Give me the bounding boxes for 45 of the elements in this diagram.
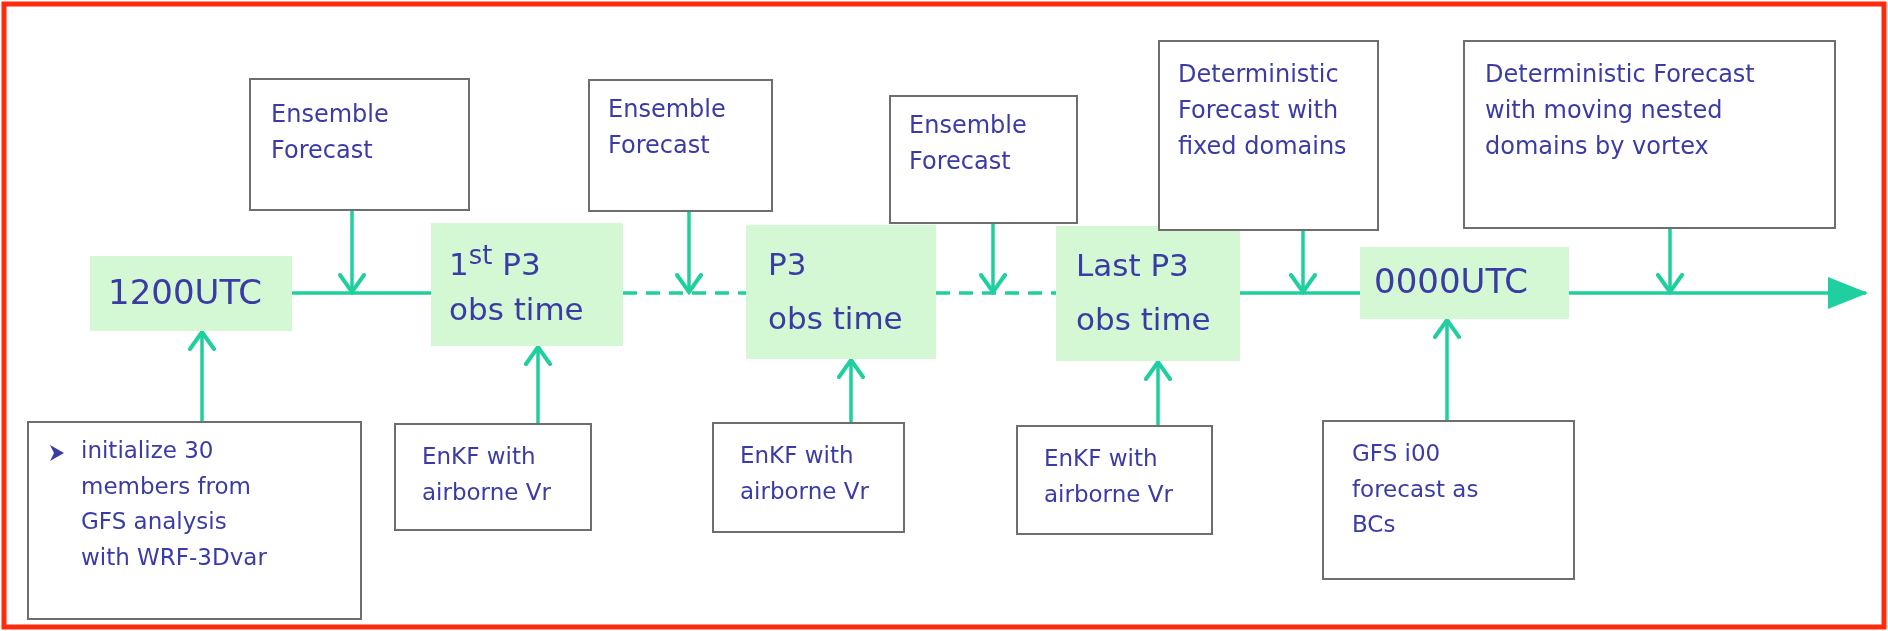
input-box: [27, 421, 362, 620]
node-label: Ensemble Forecast: [909, 110, 1028, 177]
timeline-line: [936, 291, 1056, 295]
time-box: [1056, 226, 1240, 361]
input-box: [1322, 420, 1575, 580]
time-box: [746, 225, 936, 359]
arrow: [1144, 360, 1172, 425]
node-label: EnKF with airborne Vr: [1044, 444, 1174, 509]
node-label: GFS i00 forecast as BCs: [1352, 439, 1480, 540]
input-box: [712, 422, 905, 533]
node-label: Ensemble Forecast: [271, 99, 390, 166]
node-label: Last P3 obs time: [1076, 246, 1212, 340]
forecast-box: [249, 78, 470, 211]
node-label: P3 obs time: [768, 245, 904, 339]
forecast-box: [588, 79, 773, 212]
node-label: 1$^{st}$ P3 obs time: [449, 239, 585, 330]
node-label: EnKF with airborne Vr: [740, 441, 870, 506]
arrow: [1433, 318, 1461, 420]
arrow: [837, 358, 865, 422]
forecast-box: [889, 95, 1078, 224]
node-label: Ensemble Forecast: [608, 94, 727, 161]
node-label: initialize 30 members from GFS analysis with WRF-3Dvar: [81, 436, 268, 572]
timeline-line: [1240, 291, 1360, 295]
arrow: [524, 345, 552, 423]
input-box: [1016, 425, 1213, 535]
node-label: EnKF with airborne Vr: [422, 442, 552, 507]
time-box: [431, 223, 623, 346]
node-label: 0000UTC: [1374, 261, 1529, 302]
arrow: [675, 212, 703, 294]
forecast-box: [1158, 40, 1379, 231]
timeline-line: [623, 291, 746, 295]
forecast-box: [1463, 40, 1836, 229]
arrow: [1656, 229, 1684, 294]
arrow: [1569, 277, 1868, 309]
node-label: 1200UTC: [108, 272, 263, 313]
time-box: [90, 256, 292, 331]
input-box: [394, 423, 592, 531]
node-label: Deterministic Forecast with fixed domains: [1178, 59, 1348, 162]
node-label: Deterministic Forecast with moving nested domains by vortex: [1485, 59, 1756, 162]
arrow: [188, 330, 216, 421]
arrow: [979, 224, 1007, 294]
timeline-line: [292, 291, 431, 295]
arrow: [1289, 231, 1317, 294]
arrow: [338, 211, 366, 294]
time-box: [1360, 247, 1569, 319]
